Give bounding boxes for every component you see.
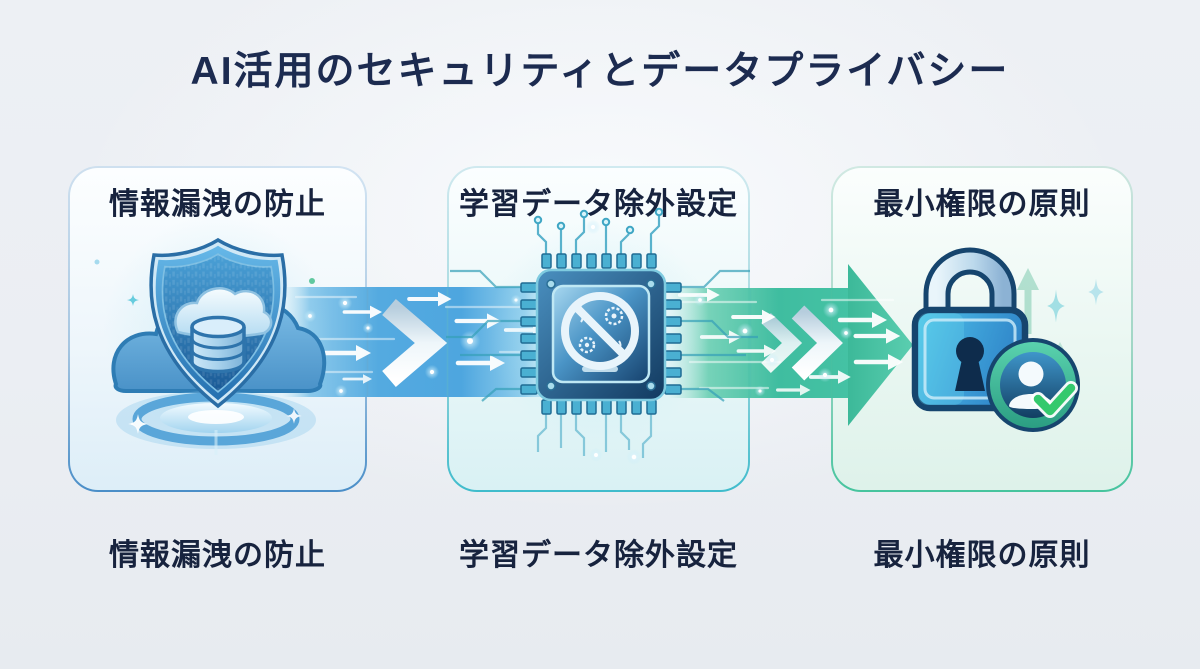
- step-card-least-privilege: 最小権限の原則: [831, 166, 1133, 492]
- step-bottom-label-2: 学習データ除外設定: [459, 539, 738, 572]
- step-card-body: 最小権限の原則: [833, 168, 1131, 490]
- step-card-body: 学習データ除外設定: [449, 168, 748, 490]
- step-card-info-leak-prevention: 情報漏洩の防止: [68, 166, 367, 492]
- step-bottom-label-1: 情報漏洩の防止: [109, 539, 326, 572]
- step-top-label-1: 情報漏洩の防止: [109, 188, 326, 221]
- page-title: AI活用のセキュリティとデータプライバシー: [190, 50, 1010, 93]
- chevron-icon: [382, 299, 448, 387]
- step-bottom-label-3: 最小権限の原則: [873, 539, 1091, 572]
- step-card-body: 情報漏洩の防止: [70, 168, 365, 490]
- step-top-label-2: 学習データ除外設定: [459, 188, 738, 221]
- chevron-icon: [761, 312, 803, 374]
- chevron-icon: [791, 305, 843, 381]
- step-top-label-3: 最小権限の原則: [873, 188, 1091, 221]
- step-card-training-data-exclusion: 学習データ除外設定: [447, 166, 750, 492]
